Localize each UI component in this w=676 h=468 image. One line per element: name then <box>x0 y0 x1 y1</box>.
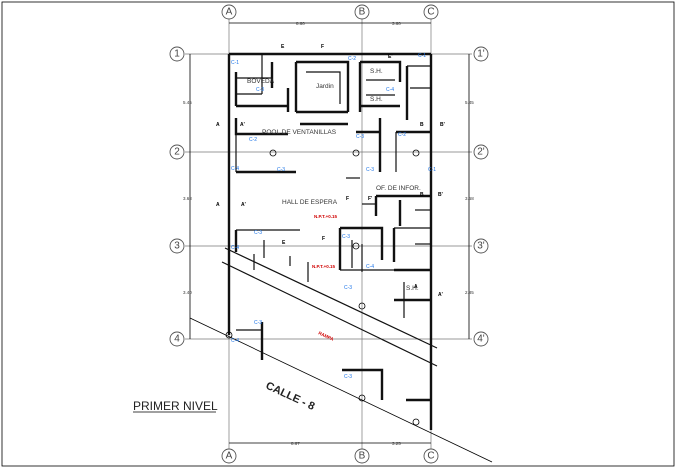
col-tag: C-3 <box>366 167 374 173</box>
section-mark-a-prime-lower: A' <box>438 292 443 298</box>
building-outline <box>189 52 493 463</box>
section-mark-b-prime-right: B' <box>440 122 445 128</box>
dim-left-34: 3.40 <box>183 290 192 295</box>
axis-label-top-a: A <box>226 7 233 18</box>
col-tag: C-3 <box>344 374 352 380</box>
axis-label-left-3: 3 <box>174 241 180 252</box>
dim-top-bc: 3.60 <box>392 21 401 26</box>
section-mark-b-right-2: B <box>420 192 424 198</box>
dim-right-12: 5.45 <box>465 100 474 105</box>
column-tags: C-1 C-2 C-1 C-3 C-4 C-2 C-3 C-2 C-3 C-4 … <box>231 53 436 380</box>
section-mark-a-lower: A <box>414 284 418 290</box>
room-label-boveda: BOVEDA <box>247 78 275 85</box>
col-tag: C-2 <box>249 137 257 143</box>
axis-label-top-b: B <box>359 7 366 18</box>
axis-label-right-1: 1' <box>477 49 485 60</box>
room-labels: BOVEDA Jardin S.H. S.H. POOL DE VENTANIL… <box>247 68 421 292</box>
axis-label-left-2: 2 <box>174 147 180 158</box>
axis-label-right-3: 3' <box>477 241 485 252</box>
axis-label-top-c: C <box>427 7 434 18</box>
section-mark-e-prime-top: E' <box>388 54 393 60</box>
ramp-edge-lower <box>221 261 438 367</box>
col-tag: C-3 <box>277 167 285 173</box>
room-label-hall-de-espera: HALL DE ESPERA <box>282 199 338 206</box>
dim-left-12: 5.45 <box>183 100 192 105</box>
dim-right-23: 3.68 <box>465 196 474 201</box>
section-mark-f-top: F <box>321 44 324 50</box>
axis-label-bottom-c: C <box>427 451 434 462</box>
room-label-sh-low: S.H. <box>406 285 419 292</box>
col-tag: C-3 <box>254 230 262 236</box>
interior-walls <box>234 54 431 402</box>
col-tag: C-3 <box>342 234 350 240</box>
col-tag: C-3 <box>256 87 264 93</box>
dim-bottom-bc: 3.25 <box>392 441 401 446</box>
section-markers: A A' B B' A A' B B' E F E' E F F F' A A' <box>216 44 445 298</box>
col-tag: C-3 <box>254 320 262 326</box>
axis-label-right-4: 4' <box>477 334 485 345</box>
col-tag: C-4 <box>231 245 239 251</box>
axis-label-bottom-a: A <box>226 451 233 462</box>
axis-label-left-4: 4 <box>174 334 180 345</box>
dim-left-23: 3.68 <box>183 196 192 201</box>
page-title: PRIMER NIVEL <box>133 399 218 413</box>
section-mark-e-top: E <box>281 44 285 50</box>
section-mark-f-prime-hall: F' <box>368 196 372 202</box>
structural-columns <box>225 149 420 426</box>
room-label-sh-top: S.H. <box>370 68 383 75</box>
street-line <box>189 317 493 463</box>
col-tag: C-3 <box>356 134 364 140</box>
dim-bottom-ab: 8.67 <box>291 441 300 446</box>
level-note: N.P.T.+0.15 <box>312 264 336 269</box>
dimension-lines: 8.60 3.60 8.67 3.25 5.45 3.68 3.40 5.45 … <box>183 21 474 446</box>
col-tag: C-4 <box>231 166 239 172</box>
section-mark-b-prime-right-2: B' <box>438 192 443 198</box>
dim-right-34: 2.85 <box>465 290 474 295</box>
section-mark-f-mid: F <box>322 236 325 242</box>
room-label-jardin: Jardin <box>316 83 334 90</box>
room-label-oficina: OF. DE INFOR. <box>376 185 421 192</box>
axis-label-bottom-b: B <box>359 451 366 462</box>
section-mark-a-left-2: A <box>216 202 220 208</box>
col-tag: C-4 <box>386 87 394 93</box>
ramp-edge-upper <box>224 247 438 349</box>
col-tag: C-1 <box>418 53 426 59</box>
axis-bubbles: A B C A B C 1 2 3 4 1' 2' 3' 4' <box>169 4 489 464</box>
col-tag: C-4 <box>366 264 374 270</box>
room-label-pool-de-ventanillas: POOL DE VENTANILLAS <box>262 129 337 136</box>
col-tag: C-1 <box>428 167 436 173</box>
axis-label-left-1: 1 <box>174 49 180 60</box>
level-note: N.P.T.+0.15 <box>314 214 338 219</box>
col-tag: C-1 <box>231 60 239 66</box>
section-mark-a-prime-left: A' <box>240 122 245 128</box>
ramp-note: RAMPA <box>318 330 335 342</box>
col-tag: C-3 <box>344 285 352 291</box>
axis-label-right-2: 2' <box>477 147 485 158</box>
street-name: CALLE - 8 <box>264 380 317 413</box>
section-mark-b-right: B <box>420 122 424 128</box>
section-mark-e-mid: E <box>282 240 286 246</box>
col-tag: C-2 <box>348 56 356 62</box>
room-label-sh-mid: S.H. <box>370 96 383 103</box>
col-tag: C-4 <box>231 338 239 344</box>
section-mark-a-prime-left-2: A' <box>241 202 246 208</box>
level-notes: N.P.T.+0.15 N.P.T.+0.15 RAMPA <box>312 214 338 342</box>
col-tag: C-2 <box>398 132 406 138</box>
section-mark-a-left: A <box>216 122 220 128</box>
dim-top-ab: 8.60 <box>296 21 305 26</box>
section-mark-f-hall: F <box>346 196 349 202</box>
